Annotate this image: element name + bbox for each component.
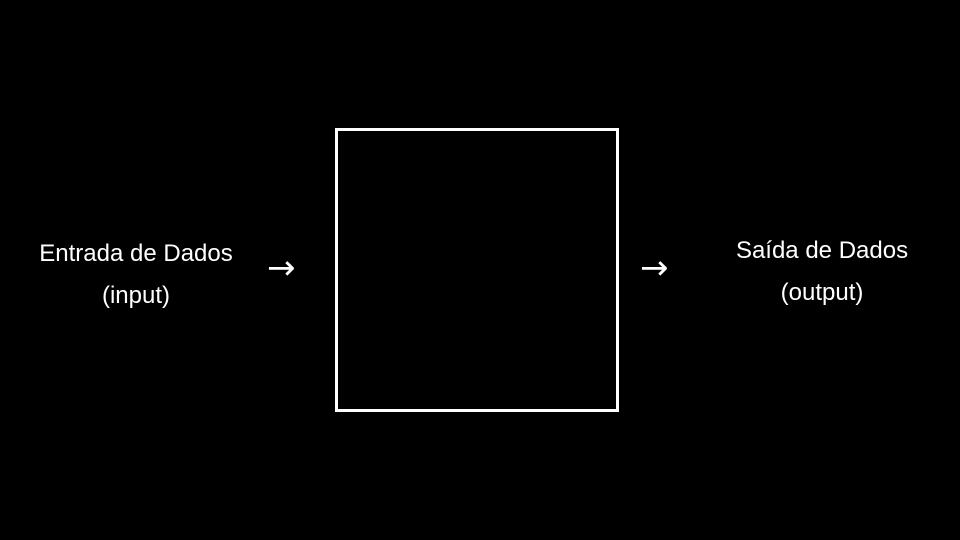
input-label: Entrada de Dados (input) [6,233,266,317]
right-arrow-icon: → [640,248,669,288]
process-box [335,128,619,412]
input-title: Entrada de Dados [39,240,233,267]
output-label: Saída de Dados (output) [692,230,952,314]
output-title: Saída de Dados [735,237,909,264]
input-subtitle: (input) [101,282,171,309]
output-subtitle: (output) [780,279,864,306]
right-arrow-icon: → [267,248,296,288]
